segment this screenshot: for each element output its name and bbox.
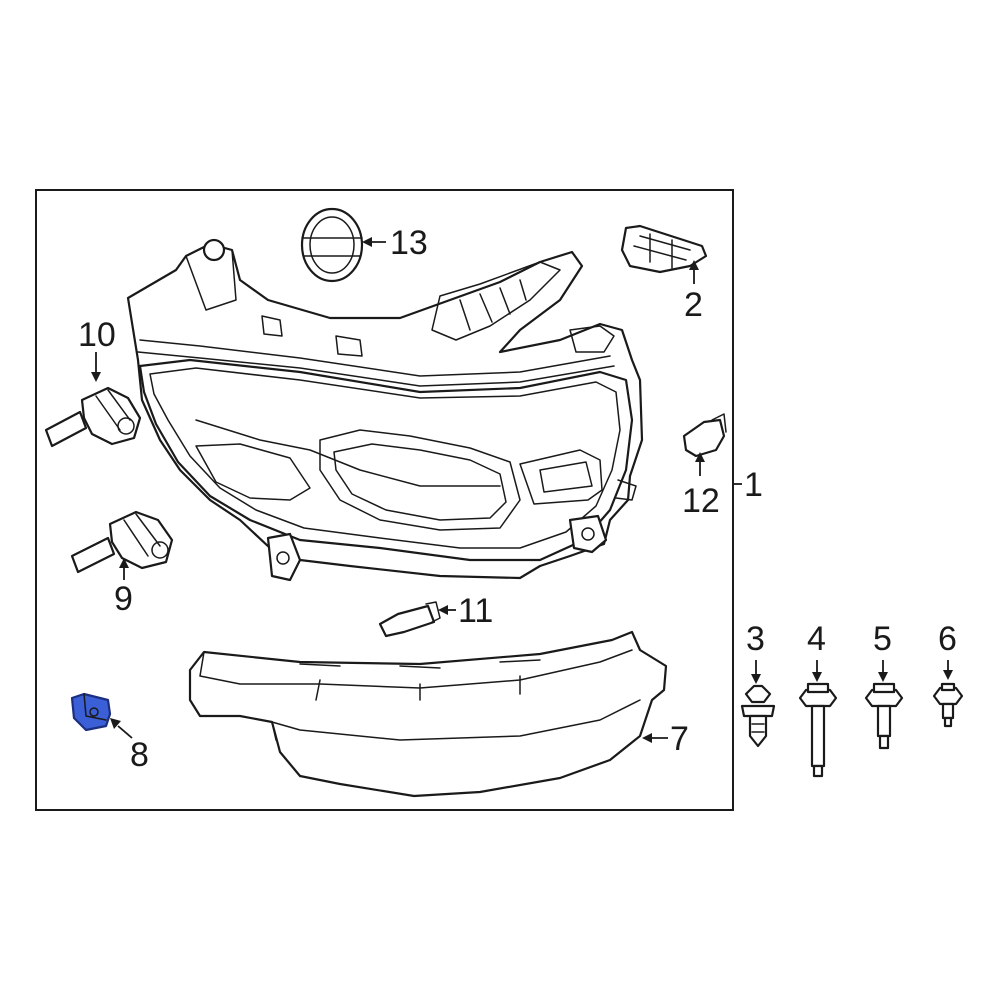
retaining-clip[interactable] xyxy=(70,692,112,732)
small-bolt[interactable] xyxy=(932,682,964,728)
callout-10: 10 xyxy=(78,316,116,354)
callout-3: 3 xyxy=(746,620,765,658)
callout-12-arrow xyxy=(695,452,705,462)
callout-11: 11 xyxy=(458,592,493,630)
callout-4: 4 xyxy=(807,620,826,658)
callout-6-arrow xyxy=(943,670,953,680)
callout-13-arrow xyxy=(362,237,372,247)
flange-bolt[interactable] xyxy=(864,682,904,750)
dust-cap[interactable] xyxy=(300,207,364,283)
callout-8: 8 xyxy=(130,736,149,774)
side-marker-bulb[interactable] xyxy=(682,413,727,458)
callout-13: 13 xyxy=(390,224,428,262)
callout-9: 9 xyxy=(114,580,133,618)
assembly-frame xyxy=(35,189,734,811)
headlamp-assembly[interactable] xyxy=(126,238,644,582)
headlamp-bulb-low[interactable] xyxy=(70,510,174,574)
callout-7-arrow xyxy=(642,733,652,743)
callout-7: 7 xyxy=(670,720,689,758)
long-bolt[interactable] xyxy=(798,682,838,778)
callout-10-arrow xyxy=(91,372,101,382)
callout-8-leader xyxy=(117,725,133,739)
callout-8-arrow xyxy=(110,718,121,729)
push-clip[interactable] xyxy=(740,684,776,748)
callout-6: 6 xyxy=(938,620,957,658)
wedge-bulb[interactable] xyxy=(378,601,441,638)
callout-2: 2 xyxy=(684,286,703,324)
lower-trim-panel[interactable] xyxy=(188,630,668,798)
adjuster-knob xyxy=(202,238,226,262)
callout-5: 5 xyxy=(873,620,892,658)
headlamp-bulb-high[interactable] xyxy=(44,386,142,448)
callout-4-arrow xyxy=(812,672,822,682)
mounting-bracket[interactable] xyxy=(620,224,708,274)
callout-9-arrow xyxy=(119,558,129,568)
callout-3-arrow xyxy=(751,674,761,684)
callout-1: 1 xyxy=(744,466,763,504)
callout-11-arrow xyxy=(438,605,448,615)
callout-12: 12 xyxy=(682,482,720,520)
callout-5-arrow xyxy=(878,672,888,682)
callout-2-arrow xyxy=(689,260,699,270)
